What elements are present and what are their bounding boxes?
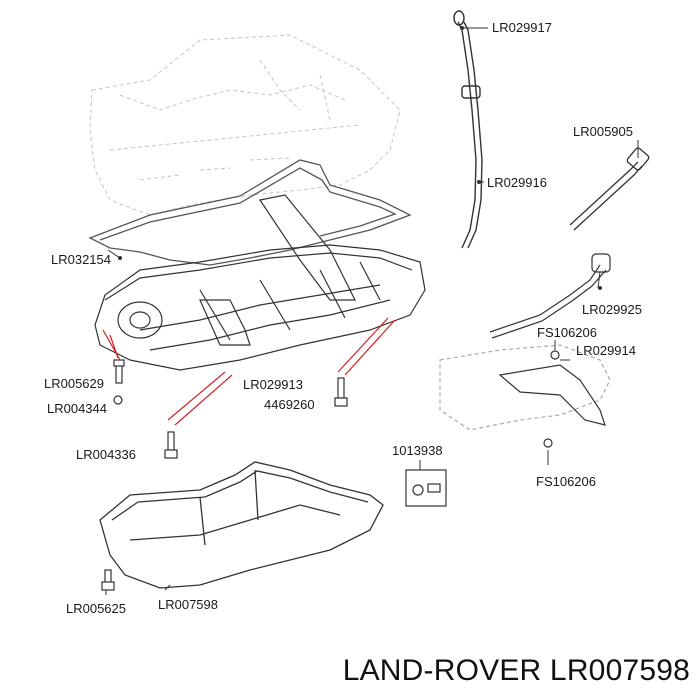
- label-lr032154: LR032154: [51, 252, 111, 267]
- bolt-lr005629: [113, 359, 125, 384]
- upper-oil-pan: [94, 194, 426, 371]
- label-fs106206-top: FS106206: [537, 325, 597, 340]
- label-lr029917: LR029917: [492, 20, 552, 35]
- oil-level-sensor-lr005905: [569, 147, 650, 231]
- label-lr004344: LR004344: [47, 401, 107, 416]
- label-4469260: 4469260: [264, 397, 315, 412]
- label-lr005905: LR005905: [573, 124, 633, 139]
- red-leader-lines: [102, 317, 396, 426]
- label-lr007598: LR007598: [158, 597, 218, 612]
- oil-pickup-assembly: [439, 253, 611, 448]
- label-lr029916: LR029916: [487, 175, 547, 190]
- lower-oil-pan: [99, 461, 384, 589]
- brand-part-number-caption: LAND-ROVER LR007598: [342, 654, 690, 687]
- washer-lr004344: [113, 395, 123, 405]
- callout-dots: [118, 26, 602, 290]
- label-lr005625: LR005625: [66, 601, 126, 616]
- label-1013938: 1013938: [392, 443, 443, 458]
- leader-lines: [105, 27, 639, 595]
- bolt-lr004336: [164, 431, 178, 459]
- dipstick: [453, 10, 483, 249]
- label-lr004336: LR004336: [76, 447, 136, 462]
- label-lr005629: LR005629: [44, 376, 104, 391]
- bolt-lr005625: [101, 569, 115, 591]
- label-lr029913: LR029913: [243, 377, 303, 392]
- bolts: [101, 359, 447, 591]
- bolt-4469260: [334, 377, 348, 407]
- gasket-lr032154: [88, 159, 412, 266]
- label-lr029925: LR029925: [582, 302, 642, 317]
- label-fs106206-bottom: FS106206: [536, 474, 596, 489]
- engine-block-sketch: [89, 34, 401, 216]
- drain-plug-1013938: [405, 469, 447, 507]
- label-lr029914: LR029914: [576, 343, 636, 358]
